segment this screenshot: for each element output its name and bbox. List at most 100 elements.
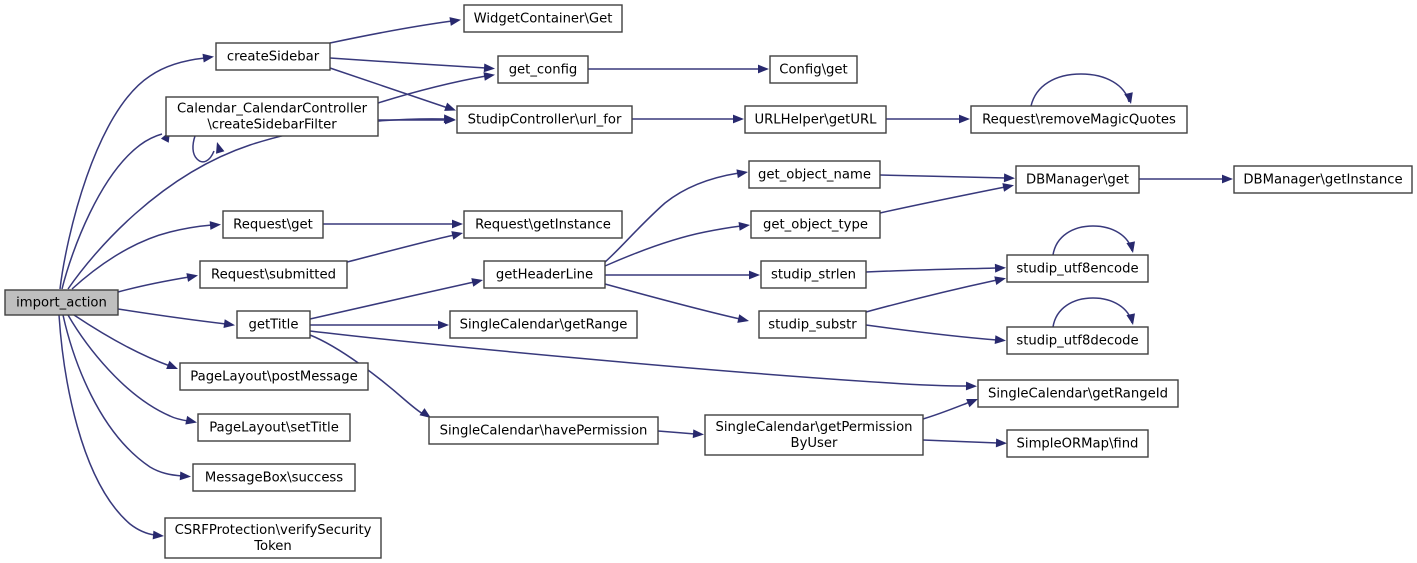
graph-node-get_object_type[interactable]: get_object_type bbox=[750, 210, 881, 239]
arrowhead-icon bbox=[749, 270, 760, 280]
edge-line bbox=[865, 279, 998, 313]
edge-getTitle-to-getHeaderLine bbox=[309, 278, 483, 320]
graph-node-getRangeId[interactable]: SingleCalendar\getRangeId bbox=[977, 379, 1179, 408]
node-box[interactable] bbox=[456, 105, 633, 134]
node-box[interactable] bbox=[760, 260, 867, 289]
edge-import_action-to-postMessage bbox=[73, 314, 178, 369]
arrowhead-icon bbox=[216, 142, 225, 154]
node-box[interactable] bbox=[704, 414, 924, 456]
graph-node-requestGetInstance[interactable]: Request\getInstance bbox=[463, 210, 623, 239]
node-box[interactable] bbox=[1006, 326, 1149, 355]
graph-node-calendarFilter[interactable]: Calendar_CalendarController\createSideba… bbox=[165, 96, 379, 137]
graph-node-getRange[interactable]: SingleCalendar\getRange bbox=[449, 310, 638, 339]
graph-node-postMessage[interactable]: PageLayout\postMessage bbox=[179, 362, 369, 391]
graph-node-import_action[interactable]: import_action bbox=[4, 289, 119, 316]
graph-node-widgetContainerGet[interactable]: WidgetContainer\Get bbox=[463, 4, 623, 33]
node-box[interactable] bbox=[215, 42, 331, 71]
graph-node-requestSubmitted[interactable]: Request\submitted bbox=[199, 260, 348, 289]
graph-node-studip_substr[interactable]: studip_substr bbox=[758, 310, 867, 339]
edge-line bbox=[879, 186, 1006, 214]
node-box[interactable] bbox=[748, 160, 881, 189]
graph-node-studip_utf8encode[interactable]: studip_utf8encode bbox=[1006, 254, 1149, 283]
graph-node-getURL[interactable]: URLHelper\getURL bbox=[744, 105, 887, 134]
node-box[interactable] bbox=[428, 416, 659, 445]
node-box[interactable] bbox=[1233, 165, 1413, 194]
graph-node-getTitle[interactable]: getTitle bbox=[236, 310, 311, 339]
graph-node-dbManagerGetInstance[interactable]: DBManager\getInstance bbox=[1233, 165, 1413, 194]
node-box[interactable] bbox=[236, 310, 311, 339]
edge-createSidebar-to-widgetContainerGet bbox=[329, 17, 461, 44]
node-box[interactable] bbox=[497, 55, 589, 84]
edge-line bbox=[309, 334, 424, 415]
edge-getHeaderLine-to-get_object_name bbox=[604, 169, 748, 263]
arrowhead-icon bbox=[994, 276, 1006, 285]
arrowhead-icon bbox=[1126, 241, 1136, 253]
node-box[interactable] bbox=[165, 96, 379, 137]
graph-node-studip_strlen[interactable]: studip_strlen bbox=[760, 260, 867, 289]
graph-node-getHeaderLine[interactable]: getHeaderLine bbox=[483, 260, 606, 289]
arrowhead-icon bbox=[419, 408, 431, 418]
arrowhead-icon bbox=[445, 115, 456, 125]
graph-node-requestGet[interactable]: Request\get bbox=[222, 210, 324, 239]
edge-line bbox=[309, 281, 475, 320]
node-box[interactable] bbox=[758, 310, 867, 339]
node-box[interactable] bbox=[463, 210, 623, 239]
node-box[interactable] bbox=[199, 260, 348, 289]
edge-getTitle-to-getRange bbox=[309, 320, 449, 330]
node-box[interactable] bbox=[744, 105, 887, 134]
graph-node-havePermission[interactable]: SingleCalendar\havePermission bbox=[428, 416, 659, 445]
node-box[interactable] bbox=[463, 4, 623, 33]
edge-line bbox=[71, 224, 213, 290]
edge-line bbox=[346, 234, 455, 263]
edge-line bbox=[1052, 297, 1133, 328]
graph-node-messageBoxSuccess[interactable]: MessageBox\success bbox=[192, 463, 356, 492]
edge-havePermission-to-getPermissionByUser bbox=[657, 429, 704, 439]
graph-node-configGet[interactable]: Config\get bbox=[769, 55, 858, 84]
graph-node-createSidebar[interactable]: createSidebar bbox=[215, 42, 331, 71]
node-box[interactable] bbox=[970, 105, 1188, 134]
node-box[interactable] bbox=[750, 210, 881, 239]
edge-line bbox=[604, 172, 740, 263]
edge-getTitle-to-getRangeId bbox=[309, 330, 977, 391]
node-box[interactable] bbox=[192, 463, 356, 492]
arrowhead-icon bbox=[451, 231, 463, 240]
node-box[interactable] bbox=[1006, 254, 1149, 283]
edge-line bbox=[377, 75, 487, 104]
node-box[interactable] bbox=[164, 517, 382, 559]
edge-studip_substr-to-studip_utf8encode bbox=[865, 276, 1006, 313]
node-box[interactable] bbox=[449, 310, 638, 339]
node-box[interactable] bbox=[1006, 429, 1149, 458]
edge-line bbox=[329, 20, 453, 44]
node-box[interactable] bbox=[769, 55, 858, 84]
arrowhead-icon bbox=[179, 471, 191, 481]
node-box[interactable] bbox=[977, 379, 1179, 408]
graph-node-removeMagicQuotes[interactable]: Request\removeMagicQuotes bbox=[970, 105, 1188, 134]
graph-node-simpleORMapFind[interactable]: SimpleORMap\find bbox=[1006, 429, 1149, 458]
node-box[interactable] bbox=[1015, 165, 1140, 194]
node-box[interactable] bbox=[197, 413, 351, 442]
graph-node-setTitle[interactable]: PageLayout\setTitle bbox=[197, 413, 351, 442]
node-box[interactable] bbox=[222, 210, 324, 239]
graph-node-dbManagerGet[interactable]: DBManager\get bbox=[1015, 165, 1140, 194]
node-box[interactable] bbox=[483, 260, 606, 289]
edge-import_action-to-createSidebar bbox=[59, 53, 214, 290]
edge-studip_utf8decode-to-studip_utf8decode bbox=[1052, 297, 1136, 328]
edge-calendarFilter-to-createSidebar bbox=[192, 135, 225, 163]
edge-line bbox=[117, 308, 227, 325]
edge-line bbox=[309, 330, 969, 387]
edge-import_action-to-getTitle bbox=[117, 308, 235, 329]
edge-getURL-to-removeMagicQuotes bbox=[885, 114, 970, 124]
graph-node-studip_utf8decode[interactable]: studip_utf8decode bbox=[1006, 326, 1149, 355]
edge-getPermissionByUser-to-getRangeId bbox=[922, 399, 978, 420]
arrowhead-icon bbox=[185, 415, 197, 425]
graph-node-url_for[interactable]: StudipController\url_for bbox=[456, 105, 633, 134]
node-box[interactable] bbox=[4, 289, 119, 316]
node-box[interactable] bbox=[179, 362, 369, 391]
graph-node-get_config[interactable]: get_config bbox=[497, 55, 589, 84]
edge-studip_utf8encode-to-studip_utf8encode bbox=[1052, 225, 1136, 256]
edge-get_object_name-to-dbManagerGet bbox=[879, 173, 1015, 183]
graph-node-get_object_name[interactable]: get_object_name bbox=[748, 160, 881, 189]
